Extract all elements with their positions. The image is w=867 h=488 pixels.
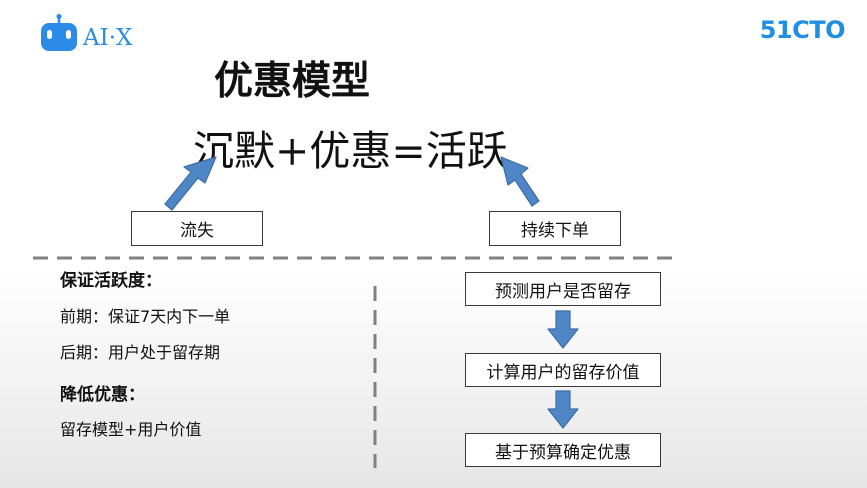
- late-stage-line: 后期：用户处于留存期: [60, 343, 221, 362]
- early-stage-line: 前期：保证7天内下一单: [60, 307, 231, 326]
- 51cto-logo: 51CTO: [759, 16, 846, 44]
- brand-text: AI·X: [83, 24, 133, 51]
- flow-step-determine-discount: 基于预算确定优惠: [465, 433, 661, 467]
- flow-step-compute-value: 计算用户的留存价值: [465, 353, 661, 387]
- formula: 沉默+优惠=活跃: [193, 127, 508, 175]
- down-arrow-icon: [547, 390, 579, 429]
- up-arrow-icon: [164, 156, 217, 211]
- page-title: 优惠模型: [214, 59, 371, 104]
- ai-x-logo: AI·X: [39, 12, 132, 54]
- churn-box: 流失: [131, 211, 263, 246]
- retention-model-line: 留存模型+用户价值: [60, 420, 202, 439]
- flow-step-predict-retention: 预测用户是否留存: [465, 272, 661, 306]
- ensure-activity-heading: 保证活跃度：: [60, 271, 162, 291]
- robot-icon: [41, 14, 77, 51]
- reduce-discount-heading: 降低优惠：: [60, 385, 145, 405]
- down-arrow-icon: [547, 310, 579, 349]
- repeat-order-box: 持续下单: [489, 211, 621, 246]
- up-arrow-icon: [500, 156, 540, 207]
